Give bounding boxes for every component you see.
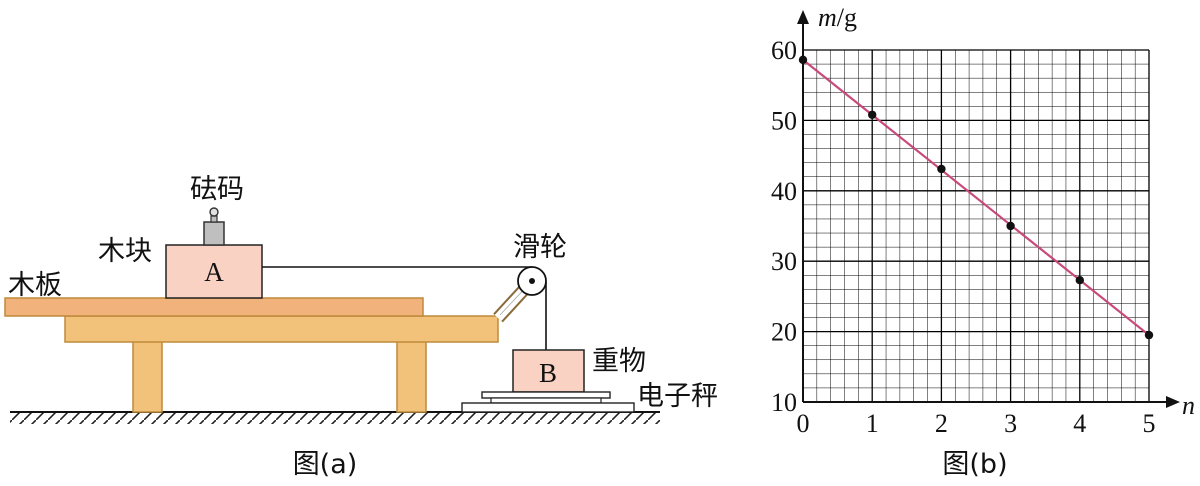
x-axis-arrow-icon — [1166, 396, 1180, 408]
table — [64, 315, 499, 413]
y-tick-label: 40 — [771, 177, 797, 206]
data-point — [1144, 330, 1154, 340]
x-tick-label: 2 — [935, 409, 948, 438]
data-point — [1006, 221, 1015, 231]
fit-line — [802, 58, 1150, 336]
pulley-icon — [517, 266, 547, 296]
x-tick-label: 1 — [866, 409, 879, 438]
grid-major — [802, 49, 1150, 403]
data-point — [1075, 276, 1085, 285]
weight-icon — [203, 207, 225, 246]
label-board: 木板 — [8, 270, 62, 301]
table-leg-right — [396, 340, 427, 413]
axes — [797, 10, 1180, 408]
label-block: 木块 — [98, 236, 152, 267]
tick-labels: 0 1 2 3 4 5 10 20 30 40 50 60 — [771, 36, 1156, 438]
y-axis-arrow-icon — [797, 10, 809, 24]
table-top — [64, 315, 499, 343]
data-point — [937, 164, 946, 174]
label-pulley: 滑轮 — [513, 232, 567, 263]
y-axis-variable: m — [818, 3, 837, 32]
caption-a: 图(a) — [293, 449, 358, 480]
object-b-letter: B — [539, 358, 557, 388]
y-axis-unit: /g — [837, 3, 857, 32]
y-axis-title: m/g — [818, 3, 857, 32]
label-weight: 砝码 — [190, 174, 244, 205]
caption-b: 图(b) — [942, 449, 1007, 480]
y-tick-label: 10 — [771, 388, 797, 417]
table-leg-left — [132, 340, 163, 413]
electronic-scale — [461, 391, 635, 413]
x-tick-label: 5 — [1143, 409, 1156, 438]
x-axis-title: n — [1182, 391, 1195, 420]
wooden-board — [4, 297, 424, 317]
data-point — [798, 55, 808, 65]
y-tick-label: 50 — [771, 106, 797, 135]
y-tick-label: 20 — [771, 318, 797, 347]
data-point — [868, 110, 877, 119]
label-scale: 电子秤 — [637, 381, 718, 412]
data-points — [798, 55, 1154, 340]
apparatus-diagram: A B 砝码 木块 木板 滑轮 — [4, 174, 718, 480]
y-tick-label: 60 — [771, 36, 797, 65]
block-a-letter: A — [204, 257, 224, 287]
ground — [10, 411, 660, 424]
axis-titles: m/g n — [818, 3, 1195, 420]
mass-vs-n-graph: 0 1 2 3 4 5 10 20 30 40 50 60 m/g n 图(b) — [771, 3, 1195, 480]
fit-line-group — [802, 58, 1150, 336]
wooden-block-a — [165, 244, 263, 299]
x-tick-label: 3 — [1004, 409, 1017, 438]
x-tick-label: 0 — [797, 409, 810, 438]
label-heavy-object: 重物 — [592, 346, 646, 377]
grid-minor — [803, 50, 1149, 402]
x-tick-label: 4 — [1073, 409, 1086, 438]
y-tick-label: 30 — [771, 247, 797, 276]
